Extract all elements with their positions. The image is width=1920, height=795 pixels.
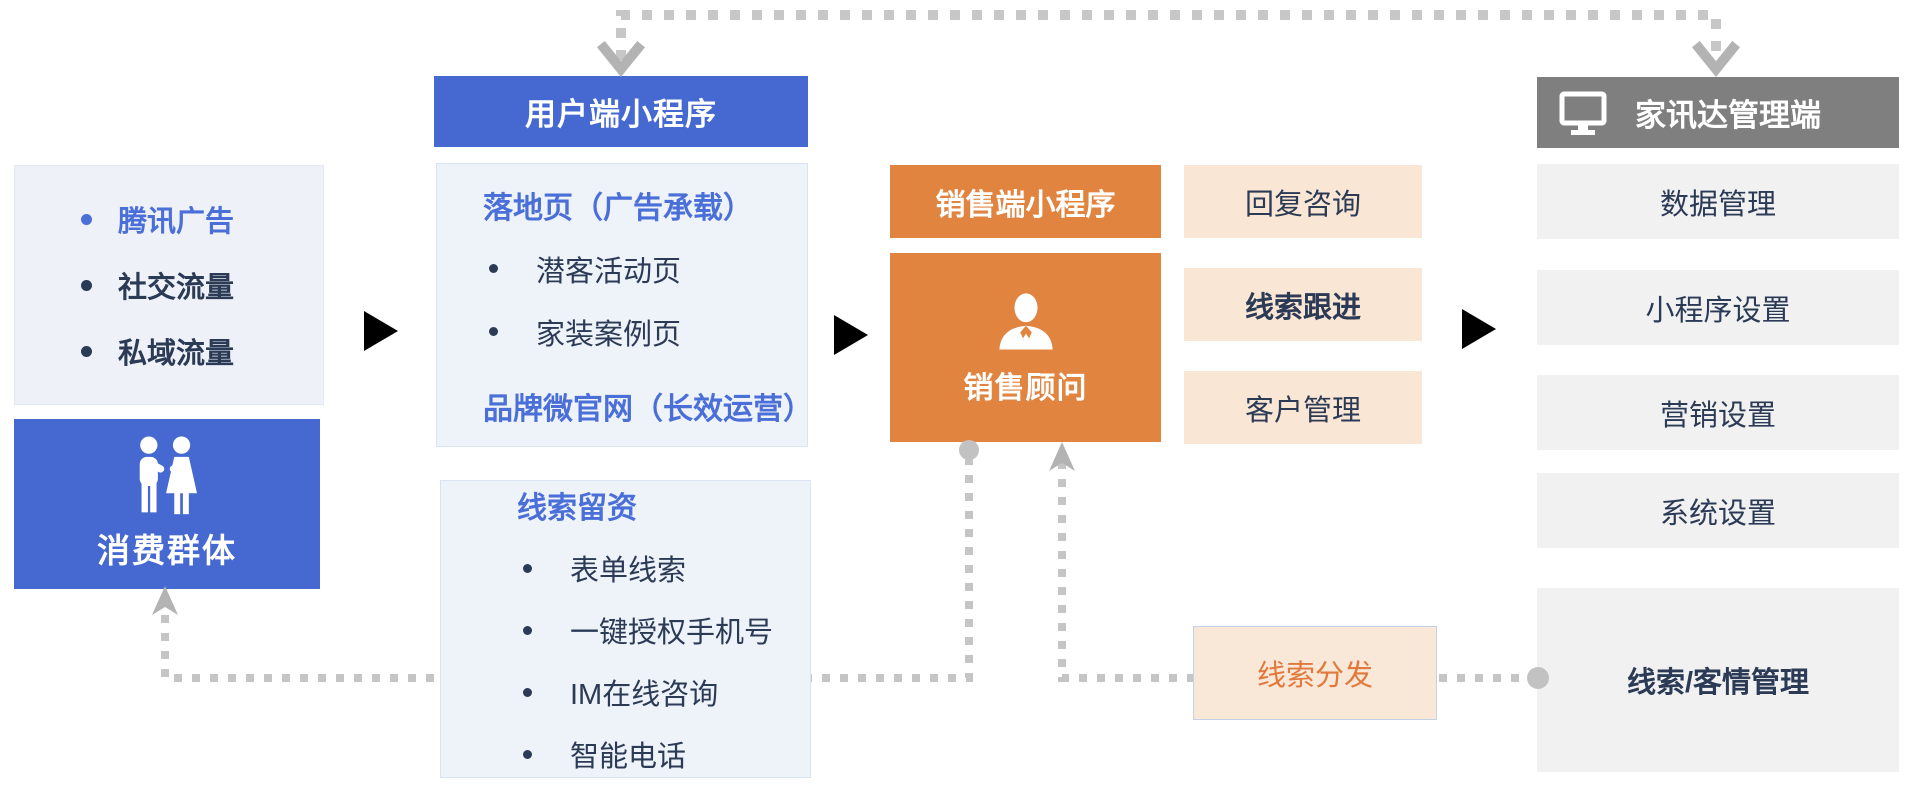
bullet-icon xyxy=(523,749,532,759)
landing-page-title: 落地页（广告承载） xyxy=(483,191,753,225)
admin-item-marketing-settings: 营销设置 xyxy=(1537,375,1899,450)
down-chevron-arrow-icon xyxy=(596,40,646,77)
bullet-icon xyxy=(81,213,92,225)
flow-arrow-icon xyxy=(1462,309,1496,349)
consultant-to-consumer-dotted-line xyxy=(161,457,973,682)
landing-page-item-label: 潜客活动页 xyxy=(536,255,682,288)
bullet-icon xyxy=(523,563,532,573)
admin-console-title: 家讯达管理端 xyxy=(1635,98,1821,133)
landing-page-item: 潜客活动页 xyxy=(483,248,807,290)
lead-capture-item: IM在线咨询 xyxy=(517,671,810,713)
lead-relation-management-box: 线索/客情管理 xyxy=(1537,588,1899,772)
admin-console-header: 家讯达管理端 xyxy=(1537,77,1899,148)
landing-page-panel: 落地页（广告承载） 潜客活动页 家装案例页 品牌微官网（长效运营） xyxy=(436,163,813,447)
lead-distribution-box: 线索分发 xyxy=(1193,626,1437,720)
traffic-source-label: 腾讯广告 xyxy=(118,206,235,238)
admin-to-consultant-dotted-line xyxy=(1058,454,1537,682)
action-customer-management: 客户管理 xyxy=(1184,371,1422,444)
lead-capture-title: 线索留资 xyxy=(517,492,637,525)
admin-item-system-settings: 系统设置 xyxy=(1537,473,1899,548)
bullet-icon xyxy=(523,687,532,697)
user-miniprogram-header: 用户端小程序 xyxy=(434,76,808,147)
traffic-sources-panel: 腾讯广告 社交流量 私域流量 xyxy=(14,165,324,405)
bullet-icon xyxy=(523,625,532,635)
lead-capture-item-label: 表单线索 xyxy=(570,555,687,587)
traffic-source-item: 社交流量 xyxy=(81,264,323,306)
action-lead-followup: 线索跟进 xyxy=(1184,268,1422,341)
flow-arrow-icon xyxy=(364,311,398,351)
sales-miniprogram-header: 销售端小程序 xyxy=(890,165,1161,238)
flow-arrow-icon xyxy=(834,315,868,355)
sales-consultant-box: 销售顾问 xyxy=(890,253,1161,442)
bullet-icon xyxy=(81,279,92,291)
lead-capture-item: 智能电话 xyxy=(517,733,810,775)
traffic-source-item: 私域流量 xyxy=(81,330,323,372)
monitor-icon xyxy=(1559,91,1607,135)
up-arrowhead-icon xyxy=(1049,442,1075,471)
landing-page-item: 家装案例页 xyxy=(483,311,807,353)
down-chevron-arrow-icon xyxy=(1691,40,1741,77)
lead-capture-item: 一键授权手机号 xyxy=(517,609,810,651)
landing-page-item-label: 家装案例页 xyxy=(536,318,682,351)
consumer-group-box: 消费群体 xyxy=(14,419,320,589)
line-endpoint-dot xyxy=(1527,667,1549,689)
up-arrowhead-icon xyxy=(152,586,178,615)
sales-consultant-icon xyxy=(998,292,1053,350)
lead-capture-item-label: 智能电话 xyxy=(570,741,687,773)
lead-capture-item: 表单线索 xyxy=(517,547,810,589)
sales-consultant-label: 销售顾问 xyxy=(963,371,1088,405)
line-endpoint-dot xyxy=(959,440,979,460)
lead-capture-panel: 线索留资 表单线索 一键授权手机号 IM在线咨询 智能电话 xyxy=(440,480,811,778)
admin-item-data-management: 数据管理 xyxy=(1537,164,1899,239)
admin-item-miniprogram-settings: 小程序设置 xyxy=(1537,270,1899,345)
lead-capture-item-label: 一键授权手机号 xyxy=(570,617,774,649)
traffic-source-label: 私域流量 xyxy=(118,338,235,370)
lead-capture-item-label: IM在线咨询 xyxy=(570,679,719,711)
bullet-icon xyxy=(489,327,498,336)
brand-site-label: 品牌微官网（长效运营） xyxy=(483,392,813,426)
bullet-icon xyxy=(489,264,498,273)
action-reply-consult: 回复咨询 xyxy=(1184,165,1422,238)
traffic-source-label: 社交流量 xyxy=(118,272,235,304)
traffic-source-item: 腾讯广告 xyxy=(81,198,323,240)
couple-icon xyxy=(139,436,197,515)
top-sync-dotted-line xyxy=(616,10,1721,60)
bullet-icon xyxy=(81,345,92,357)
consumer-group-label: 消费群体 xyxy=(97,532,237,569)
